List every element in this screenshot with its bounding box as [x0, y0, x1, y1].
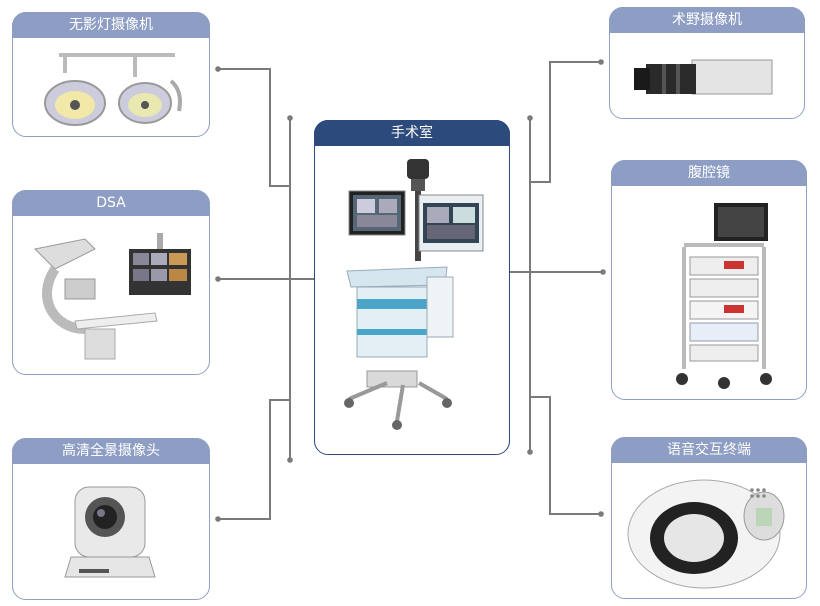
laparoscope-title: 腹腔镜 — [611, 160, 807, 186]
surgical-field-camera-card[interactable]: 术野摄像机 — [609, 7, 805, 119]
shadowless-lamp-camera-card[interactable]: 无影灯摄像机 — [12, 12, 210, 137]
laparoscope-tower-image — [624, 199, 794, 389]
laparoscope-card[interactable]: 腹腔镜 — [611, 160, 807, 400]
hd-panoramic-camera-title: 高清全景摄像头 — [12, 438, 210, 464]
dsa-card[interactable]: DSA — [12, 190, 210, 375]
operating-room-cart-image — [327, 159, 497, 444]
box-camera-image — [622, 46, 792, 108]
ptz-camera-image — [25, 477, 197, 589]
conference-phone-image — [624, 476, 794, 589]
shadowless-lamp-image — [25, 51, 197, 126]
voice-interaction-terminal-card[interactable]: 语音交互终端 — [611, 437, 807, 599]
dsa-machine-image — [25, 229, 197, 364]
operating-room-title: 手术室 — [314, 120, 510, 146]
operating-room-card[interactable]: 手术室 — [314, 120, 510, 455]
shadowless-lamp-camera-title: 无影灯摄像机 — [12, 12, 210, 38]
hd-panoramic-camera-card[interactable]: 高清全景摄像头 — [12, 438, 210, 600]
dsa-title: DSA — [12, 190, 210, 216]
voice-interaction-terminal-title: 语音交互终端 — [611, 437, 807, 463]
surgical-field-camera-title: 术野摄像机 — [609, 7, 805, 33]
